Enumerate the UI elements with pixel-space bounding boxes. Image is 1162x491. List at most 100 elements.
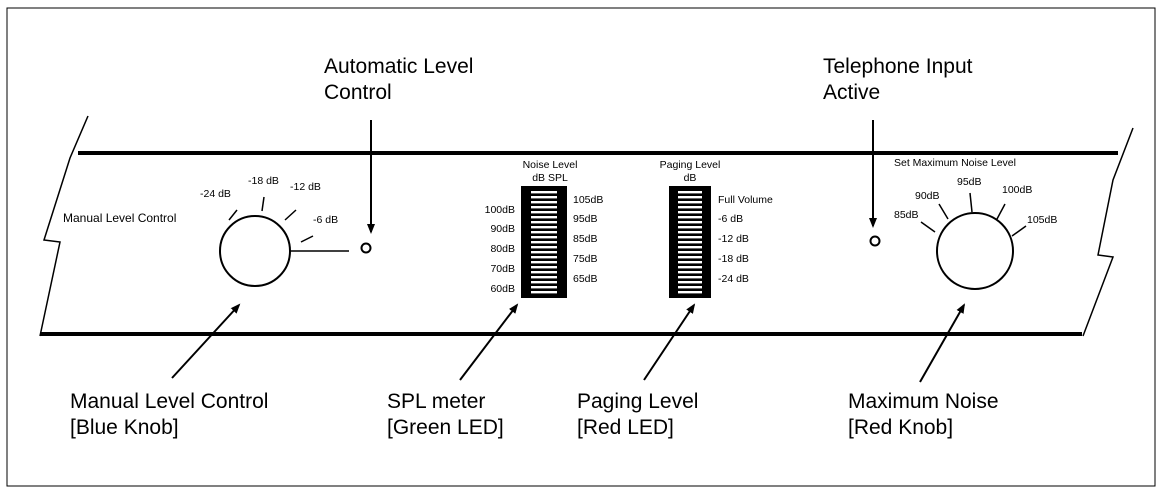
led-segment [678, 276, 702, 279]
max-tick-label: 100dB [1002, 184, 1032, 196]
paging-right-label: -12 dB [718, 233, 749, 245]
led-segment [531, 251, 557, 254]
spl-callout-line1: SPL meter [387, 390, 486, 413]
telephone-callout-line2: Active [823, 81, 881, 104]
noise-left-label: 80dB [490, 243, 515, 255]
max-tick-label: 90dB [915, 190, 940, 202]
noise-left-label: 70dB [490, 263, 515, 275]
led-segment [531, 211, 557, 214]
led-segment [531, 261, 557, 264]
noise-right-label: 105dB [573, 194, 603, 206]
paging-level-meter [669, 186, 711, 298]
led-segment [678, 251, 702, 254]
led-segment [531, 276, 557, 279]
paging-right-label: Full Volume [718, 194, 773, 206]
maxnoise-arrow [919, 303, 965, 383]
led-segment [531, 216, 557, 219]
led-segment [678, 216, 702, 219]
led-segment [678, 191, 702, 194]
alc-callout: Automatic Level Control [324, 54, 473, 106]
manual-tick-label: -24 dB [200, 188, 231, 200]
led-segment [531, 281, 557, 284]
led-segment [678, 196, 702, 199]
noise-right-label: 65dB [573, 273, 598, 285]
manual-tick-label: -18 dB [248, 175, 279, 187]
manual-arrow [171, 303, 241, 379]
noise-right-label: 75dB [573, 253, 598, 265]
led-segment [531, 191, 557, 194]
led-segment [531, 236, 557, 239]
max-tick-label: 85dB [894, 209, 919, 221]
spl-callout: SPL meter [Green LED] [387, 389, 504, 441]
manual-tick-label: -12 dB [290, 181, 321, 193]
led-segment [678, 226, 702, 229]
maxnoise-callout-line1: Maximum Noise [848, 390, 999, 413]
max-noise-title: Set Maximum Noise Level [894, 157, 1016, 169]
led-segment [531, 286, 557, 289]
paging-arrow [643, 303, 696, 381]
led-segment [678, 206, 702, 209]
led-segment [678, 246, 702, 249]
paging-callout: Paging Level [Red LED] [577, 389, 698, 441]
led-segment [678, 271, 702, 274]
manual-level-knob[interactable] [219, 196, 349, 287]
manual-callout: Manual Level Control [Blue Knob] [70, 389, 268, 441]
maxnoise-callout: Maximum Noise [Red Knob] [848, 389, 999, 441]
noise-meter-title: Noise Level [523, 159, 578, 171]
led-segment [678, 291, 702, 294]
telephone-indicator-led [869, 235, 881, 247]
paging-callout-line2: [Red LED] [577, 416, 674, 439]
led-segment [531, 196, 557, 199]
paging-right-label: -18 dB [718, 253, 749, 265]
alc-callout-line2: Control [324, 81, 392, 104]
paging-right-label: -6 dB [718, 213, 743, 225]
led-segment [678, 231, 702, 234]
led-segment [531, 266, 557, 269]
maxnoise-callout-line2: [Red Knob] [848, 416, 954, 439]
max-noise-knob[interactable] [920, 192, 1027, 290]
manual-callout-line2: [Blue Knob] [70, 416, 179, 439]
led-segment [678, 286, 702, 289]
paging-callout-line1: Paging Level [577, 390, 699, 413]
led-segment [678, 211, 702, 214]
led-segment [531, 241, 557, 244]
led-segment [531, 246, 557, 249]
paging-meter-title: dB [684, 172, 697, 184]
led-segment [678, 201, 702, 204]
paging-right-label: -24 dB [718, 273, 749, 285]
noise-left-label: 100dB [485, 204, 515, 216]
outer-border [6, 7, 1156, 487]
alc-indicator-led [360, 242, 372, 254]
telephone-callout-line1: Telephone Input [823, 55, 973, 78]
led-segment [678, 266, 702, 269]
spl-callout-line2: [Green LED] [387, 416, 504, 439]
noise-right-label: 95dB [573, 213, 598, 225]
led-segment [678, 241, 702, 244]
led-segment [531, 256, 557, 259]
led-segment [531, 206, 557, 209]
led-segment [678, 221, 702, 224]
manual-level-label: Manual Level Control [63, 211, 176, 225]
telephone-callout: Telephone Input Active [823, 54, 972, 106]
noise-right-label: 85dB [573, 233, 598, 245]
led-segment [531, 291, 557, 294]
paging-meter-title: Paging Level [660, 159, 721, 171]
led-segment [678, 281, 702, 284]
led-segment [531, 271, 557, 274]
led-segment [531, 221, 557, 224]
noise-left-label: 60dB [490, 283, 515, 295]
noise-meter-title: dB SPL [532, 172, 568, 184]
led-segment [531, 226, 557, 229]
led-segment [678, 256, 702, 259]
led-segment [531, 231, 557, 234]
max-tick-label: 95dB [957, 176, 982, 188]
spl-arrow [459, 303, 519, 381]
callout-arrows [171, 120, 965, 383]
manual-callout-line1: Manual Level Control [70, 390, 269, 413]
panel-break-left [39, 115, 89, 337]
panel-break-right [1082, 127, 1134, 337]
noise-left-label: 90dB [490, 223, 515, 235]
led-segment [678, 236, 702, 239]
manual-tick-label: -6 dB [313, 214, 338, 226]
